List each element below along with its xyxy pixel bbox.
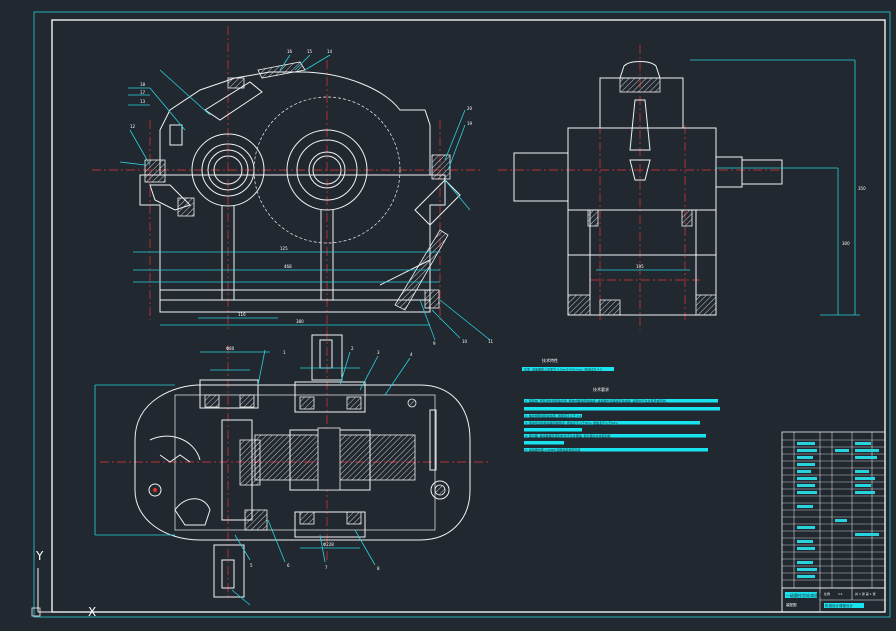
technical-notes[interactable]: 技术特性 功率: 减速器输入功率为 4.2kw/1450r/min, 传动比为 …: [522, 357, 720, 452]
req-line-3-bar: [524, 421, 700, 425]
dim-bottom-width: 116: [238, 312, 246, 317]
plan-view-leaders: 1 2 3 4 5 6 7 8: [231, 346, 413, 606]
parts-list-and-title-block[interactable]: 一级圆柱齿轮减速器 装配图 比例 1:1 共 1 张 第 1 张 机械设计课程设…: [781, 431, 886, 613]
ucs-x-label: X: [88, 605, 96, 619]
req-line-2-bar: [524, 407, 720, 411]
dim-center-distance: 125: [280, 246, 288, 251]
balloon-20: 20: [467, 106, 473, 111]
req-line-4a-bar: [524, 428, 582, 432]
req-line-1: 1. 装配前, 所有零件用煤油清洗, 箱体内壁涂耐油油漆, 减速器外表面涂灰色油…: [525, 398, 668, 403]
req-line-5-bar: [524, 448, 708, 452]
dim-plan-width: 195: [636, 264, 644, 269]
outer-sheet-border: [33, 11, 891, 618]
ucs-icon: Y X: [31, 549, 96, 619]
bom-rows: [782, 439, 885, 589]
balloon-1: 1: [283, 350, 286, 355]
front-view[interactable]: 468 380 125 116 18 17 13 12 16: [92, 26, 494, 346]
title-block-drawing-name: 装配图: [786, 602, 797, 607]
balloon-6: 6: [287, 563, 290, 568]
title-block-scale-value: 1:1: [838, 592, 843, 596]
balloon-17: 17: [140, 90, 146, 95]
dim-gear2-diameter: Φ228: [323, 542, 334, 547]
req-line-4-bar: [524, 434, 706, 438]
req-line-1-bar: [524, 399, 718, 403]
title-block-school: 机械设计课程设计: [825, 603, 853, 608]
balloon-15: 15: [307, 49, 313, 54]
req-line-5: 5. 减速器内装 L-AN68 润滑油至规定高度: [525, 447, 580, 452]
dim-overall-height: 350: [858, 186, 866, 191]
balloon-7: 7: [325, 565, 328, 570]
ucs-y-label: Y: [35, 549, 44, 563]
notes-line-1-bar: [522, 367, 614, 371]
side-view[interactable]: 300 350 195: [498, 45, 866, 330]
balloon-18: 18: [140, 82, 146, 87]
title-block-scale-label: 比例: [824, 591, 830, 596]
balloon-16: 16: [287, 49, 293, 54]
dim-overall-length: 468: [284, 264, 292, 269]
requirements-heading: 技术要求: [593, 386, 609, 392]
balloon-10: 10: [462, 339, 468, 344]
plan-view[interactable]: Φ80 Φ228 1 2 3 4 5 6 7 8: [94, 330, 490, 606]
title-block-title: 一级圆柱齿轮减速器: [786, 592, 822, 598]
title-block-sheet: 共 1 张 第 1 张: [855, 591, 876, 596]
balloon-5: 5: [250, 563, 253, 568]
req-line-3: 3. 用涂色法检验齿面接触斑点, 按齿高不小于45%, 按齿长不小于60%: [525, 420, 618, 425]
dim-gear1-diameter: Φ80: [226, 346, 235, 351]
inner-sheet-border: [51, 19, 886, 613]
balloon-9: 9: [433, 341, 436, 346]
req-line-4: 4. 剖分面, 各接触面及密封处均不允许漏油, 剖分面允许涂密封胶: [525, 433, 611, 438]
balloon-19: 19: [467, 121, 473, 126]
notes-heading: 技术特性: [542, 357, 558, 363]
balloon-3: 3: [377, 350, 380, 355]
balloon-13: 13: [140, 99, 146, 104]
notes-line-1: 功率: 减速器输入功率为 4.2kw/1450r/min, 传动比为 4.5: [524, 367, 602, 372]
balloon-11: 11: [488, 339, 494, 344]
req-line-2b-bar: [524, 414, 582, 418]
req-line-5a-bar: [524, 441, 564, 445]
balloon-4: 4: [410, 352, 413, 357]
balloon-2: 2: [351, 346, 354, 351]
balloon-12: 12: [130, 124, 136, 129]
balloon-14: 14: [327, 49, 333, 54]
balloon-8: 8: [377, 566, 380, 571]
dim-side-height: 300: [842, 241, 850, 246]
front-view-leaders: 18 17 13 12 16 15 14 20 19 11 10 9: [119, 49, 494, 346]
dim-base-length: 380: [296, 319, 304, 324]
req-line-2: 2. 啮合侧隙用铅丝检查, 侧隙值不小于 0.14mm: [525, 413, 589, 418]
